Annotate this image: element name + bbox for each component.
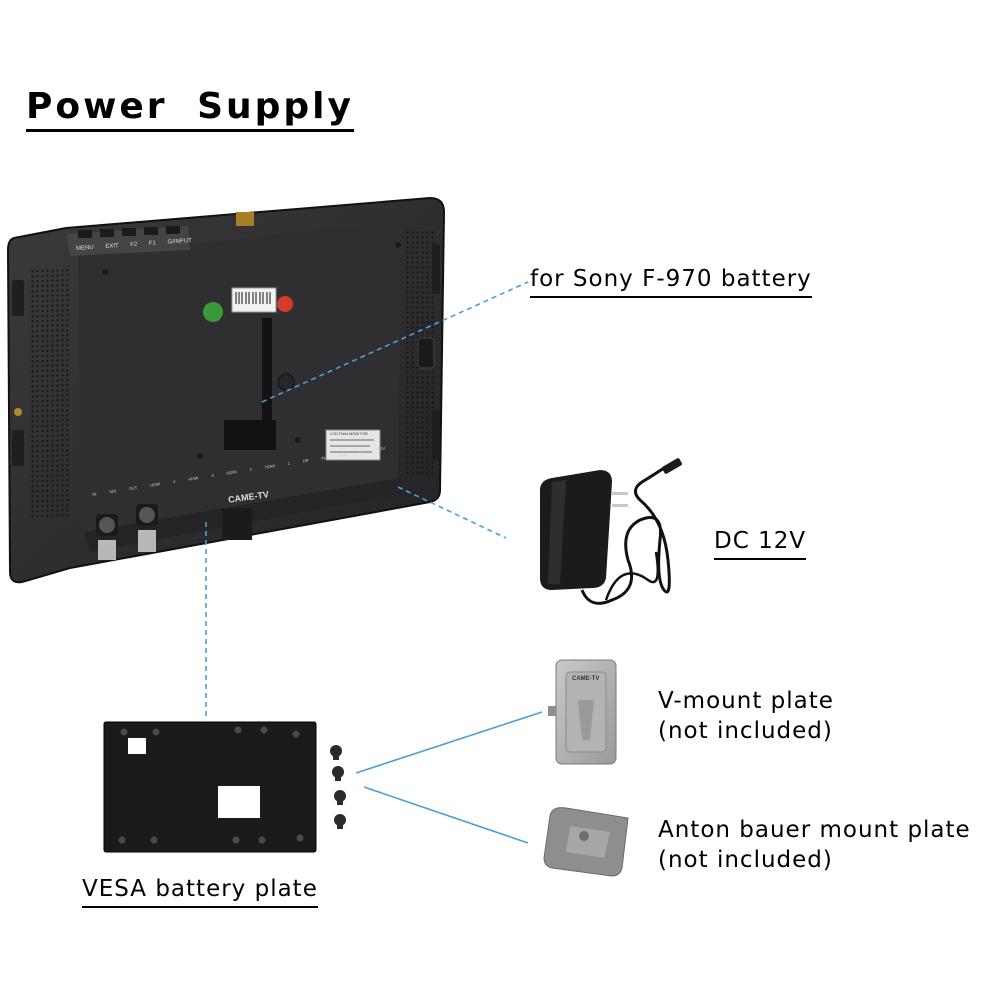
label-v-mount-line2: (not included): [658, 718, 833, 744]
page-title: Power Supply: [26, 86, 354, 132]
pass-sticker-icon: [203, 302, 223, 322]
label-anton-bauer-line1: Anton bauer mount plate: [658, 817, 971, 843]
button-label-f1: F1: [148, 240, 157, 247]
vmount-brand: CAME-TV: [572, 676, 600, 682]
label-anton-bauer-line2: (not included): [658, 847, 833, 873]
button-label-f2: F2: [130, 241, 138, 249]
label-v-mount: V-mount plate (not included): [658, 686, 834, 746]
v-mount-plate: [548, 659, 617, 765]
callout-lines: [205, 281, 543, 844]
button-label-menu: MENU: [75, 244, 94, 253]
label-v-mount-line1: V-mount plate: [658, 688, 834, 714]
monitor-back: [6, 196, 446, 584]
vesa-battery-plate: [103, 721, 317, 853]
label-sony-battery: for Sony F-970 battery: [530, 264, 812, 298]
port-label: IN: [92, 491, 97, 497]
vesa-screws: [330, 745, 346, 829]
anton-bauer-plate: [543, 807, 629, 877]
screw-icon: [14, 408, 22, 416]
label-anton-bauer: Anton bauer mount plate (not included): [658, 815, 971, 875]
label-dc-12v: DC 12V: [714, 526, 807, 560]
button-label-exit: EXIT: [105, 243, 119, 250]
label-vesa-plate: VESA battery plate: [82, 874, 318, 908]
bnc-connector-icon: [96, 504, 158, 560]
dc-power-adapter: [540, 458, 682, 605]
port-label: SDI: [108, 488, 117, 495]
monitor-spec-sticker: LCD Field MONITOR: [330, 431, 368, 436]
warning-sticker-icon: [277, 296, 293, 312]
